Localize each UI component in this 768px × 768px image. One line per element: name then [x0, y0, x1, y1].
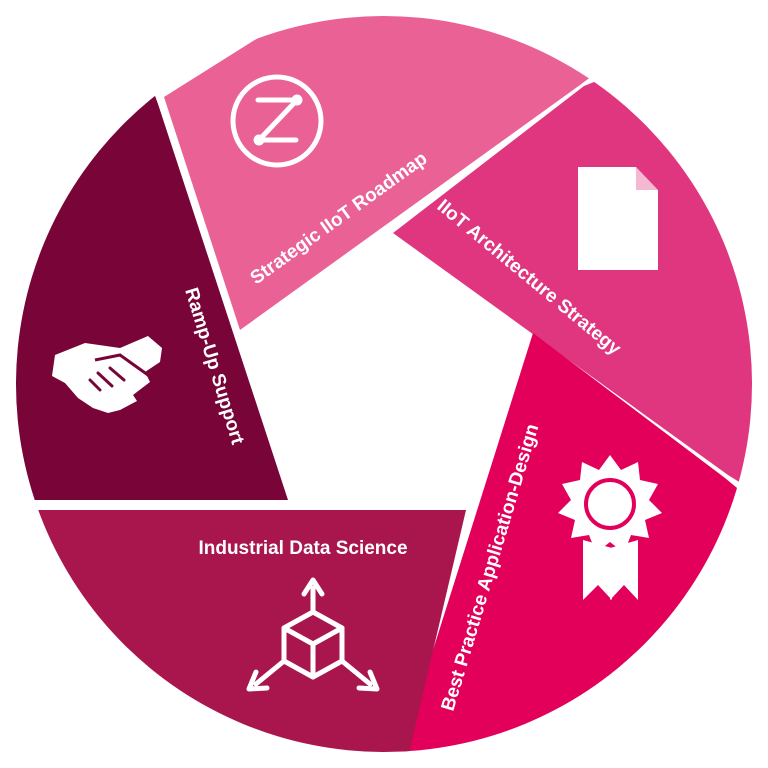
award-ribbon-icon: [558, 455, 662, 600]
route-icon: [230, 74, 324, 168]
segment-strategic-roadmap: [164, 16, 640, 330]
document-icon: [578, 167, 658, 270]
label-data-science: Industrial Data Science: [198, 538, 407, 559]
cube-axes-icon: [246, 577, 380, 692]
handshake-icon: [52, 336, 162, 413]
